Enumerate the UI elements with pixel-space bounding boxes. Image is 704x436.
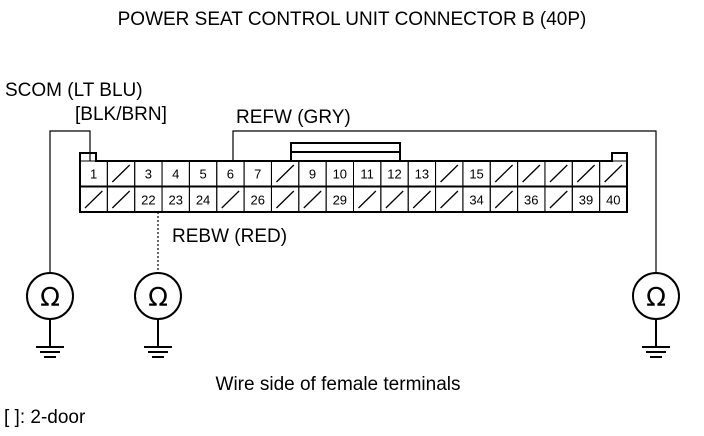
unused-cavity-mark xyxy=(275,190,295,209)
diagram-title: POWER SEAT CONTROL UNIT CONNECTOR B (40P… xyxy=(118,9,587,30)
unused-cavity-mark xyxy=(549,164,568,183)
unused-cavity-mark xyxy=(84,190,103,209)
unused-cavity-mark xyxy=(549,190,568,209)
rebw-wire-label: REBW (RED) xyxy=(172,226,287,247)
terminal-number: 39 xyxy=(579,193,593,208)
unused-cavity-mark xyxy=(221,190,240,209)
connector-cavity xyxy=(599,186,628,213)
ohm-icon: Ω xyxy=(40,283,60,313)
ohm-icon: Ω xyxy=(646,283,666,313)
terminal-number: 29 xyxy=(333,193,347,208)
unused-cavity-mark xyxy=(494,164,514,183)
terminal-number: 12 xyxy=(387,167,401,182)
terminal-number: 24 xyxy=(196,193,210,208)
terminal-number: 40 xyxy=(606,193,620,208)
unused-cavity-mark xyxy=(576,164,596,183)
terminal-number: 36 xyxy=(524,193,538,208)
unused-cavity-mark xyxy=(440,164,459,183)
ground-icon xyxy=(36,319,64,358)
unused-cavity-mark xyxy=(111,164,131,183)
connector-view-caption: Wire side of female terminals xyxy=(216,374,461,395)
ground-icon xyxy=(642,319,670,358)
terminal-number: 34 xyxy=(469,193,483,208)
terminal-number: 15 xyxy=(469,167,483,182)
unused-cavity-mark xyxy=(358,190,377,209)
terminal-number: 11 xyxy=(360,167,374,182)
unused-cavity-mark xyxy=(303,190,322,209)
refw-probe-wire xyxy=(232,130,657,273)
scom-wire-label: SCOM (LT BLU) xyxy=(5,80,143,101)
terminal-number: 26 xyxy=(251,193,265,208)
terminal-number: 9 xyxy=(309,167,316,182)
unused-cavity-mark xyxy=(604,164,623,183)
ohmmeter-left: Ω xyxy=(26,272,74,320)
unused-cavity-mark xyxy=(494,190,514,209)
unused-cavity-mark xyxy=(522,164,541,183)
ohmmeter-right: Ω xyxy=(632,272,680,320)
scom-probe-wire xyxy=(49,130,91,273)
terminal-number: 5 xyxy=(199,167,206,182)
ground-icon xyxy=(144,319,172,358)
unused-cavity-mark xyxy=(275,164,295,183)
terminal-number: 7 xyxy=(254,167,261,182)
terminal-number: 10 xyxy=(333,167,347,182)
terminal-number: 23 xyxy=(168,193,182,208)
terminal-number: 4 xyxy=(172,167,179,182)
unused-cavity-mark xyxy=(111,190,131,209)
terminal-number: 3 xyxy=(145,167,152,182)
footnote-2door: [ ]: 2-door xyxy=(4,407,86,428)
unused-cavity-mark xyxy=(412,190,432,209)
connector-cavity xyxy=(599,160,628,187)
ohm-icon: Ω xyxy=(148,283,168,313)
terminal-number: 1 xyxy=(90,167,97,182)
scom-2door-wire-label: [BLK/BRN] xyxy=(75,104,167,125)
terminal-number: 13 xyxy=(415,167,429,182)
unused-cavity-mark xyxy=(440,190,459,209)
ohmmeter-middle: Ω xyxy=(134,272,182,320)
terminal-number: 22 xyxy=(141,193,155,208)
terminal-number: 6 xyxy=(227,167,234,182)
refw-wire-label: REFW (GRY) xyxy=(236,107,351,128)
unused-cavity-mark xyxy=(385,190,404,209)
